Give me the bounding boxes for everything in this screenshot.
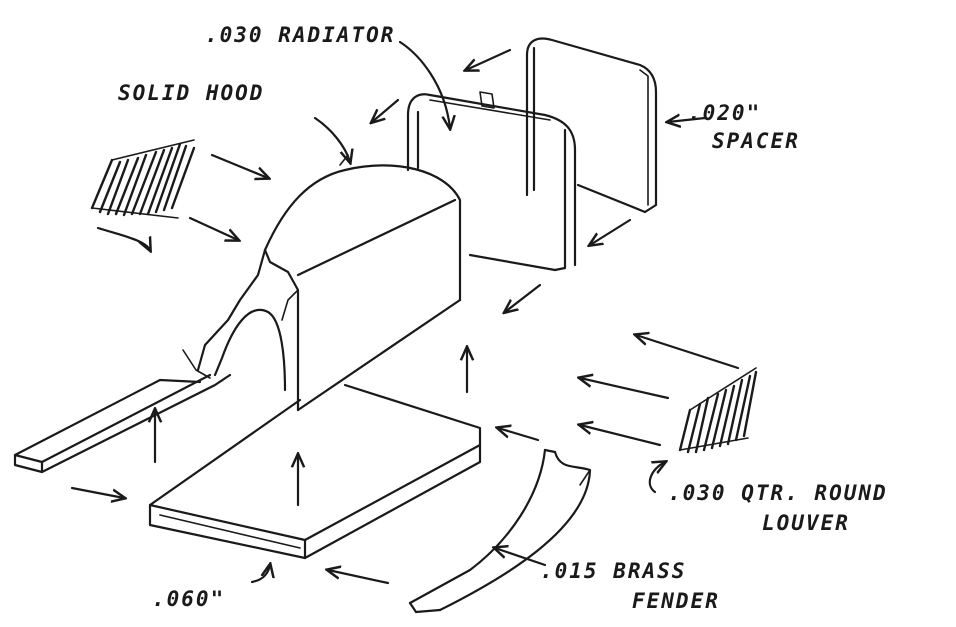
arrow-left-louver-curve: [96, 226, 150, 250]
louver-word-label: LOUVER: [762, 511, 850, 535]
right-louver-part: [678, 367, 758, 454]
arrow-louver-label: [648, 462, 665, 494]
arrow-right-louver-low: [580, 425, 662, 447]
arrow-to-hood-top: [372, 98, 400, 122]
brass-fender-part: [408, 448, 592, 614]
floor-thickness-label: .060": [152, 587, 225, 611]
labels: .030 RADIATOR SOLID HOOD .020" SPACER .0…: [118, 23, 888, 613]
solid-hood-part: [182, 154, 462, 412]
arrow-hood-label: [313, 116, 350, 162]
arrow-floor-bottom: [328, 570, 390, 585]
spacer-part: [525, 37, 658, 214]
arrow-fender-label: [495, 548, 547, 567]
arrow-radiator-label: [398, 40, 450, 128]
arrow-spacer-label: [668, 118, 707, 122]
radiator-label: .030 RADIATOR: [205, 23, 395, 47]
arrow-spacer-to-radiator: [590, 218, 632, 245]
arrow-running-board-to-floor: [70, 486, 124, 498]
spacer-value-label: .020": [688, 101, 761, 125]
arrow-fender-to-floor: [498, 428, 540, 442]
floor-plate-part: [148, 383, 482, 560]
louver-spec-label: .030 QTR. ROUND: [668, 481, 888, 505]
arrow-floor-thickness: [250, 565, 270, 584]
assembly-arrows: [70, 40, 740, 585]
radiator-part: [406, 91, 577, 272]
arrow-to-radiator-top: [466, 48, 512, 70]
left-louver-part: [90, 139, 196, 219]
arrow-right-louver-mid: [580, 378, 670, 400]
running-board-part: [13, 373, 232, 474]
arrow-radiator-to-hood: [505, 283, 542, 312]
arrow-right-louver-top: [636, 335, 740, 370]
fender-word-label: FENDER: [632, 589, 720, 613]
arrow-left-louver-top: [210, 153, 268, 178]
fender-spec-label: .015 BRASS: [540, 559, 686, 583]
hood-label: SOLID HOOD: [118, 81, 264, 105]
spacer-word-label: SPACER: [712, 129, 800, 153]
arrow-left-louver-bottom: [188, 216, 238, 240]
